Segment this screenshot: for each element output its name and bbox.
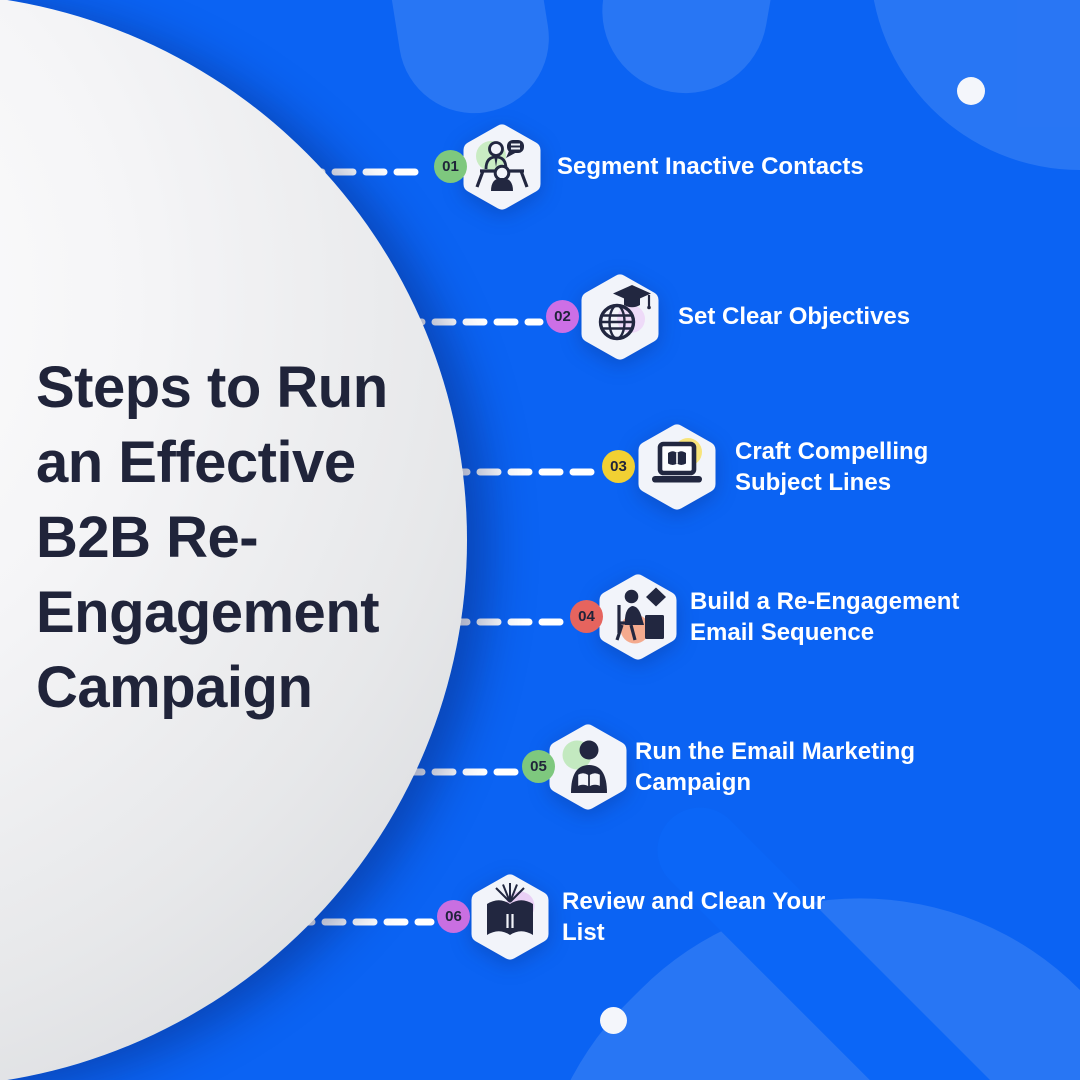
title-line: Steps to Run: [36, 355, 388, 420]
background-blob: [340, 0, 560, 124]
title-line: an Effective: [36, 430, 356, 495]
person-reading-icon: [549, 724, 627, 810]
connector-dashed-line: [290, 913, 435, 926]
connector-dashed-line: [400, 313, 544, 326]
white-dot: [957, 77, 985, 105]
background-blob: [589, 0, 826, 107]
step-number-badge: 05: [522, 750, 555, 783]
person-at-desk-icon: [599, 574, 677, 660]
step-label: Craft Compelling Subject Lines: [735, 438, 929, 496]
step-label: Set Clear Objectives: [678, 303, 911, 330]
step-icon-hexagon: [637, 423, 717, 511]
step-icon-hexagon: [462, 123, 542, 211]
step-number-badge: 02: [546, 300, 579, 333]
step-icon-hexagon: [598, 573, 678, 661]
connector-dashed-line: [445, 613, 568, 626]
step-label: Segment Inactive Contacts: [557, 153, 864, 180]
title-line: B2B Re-: [36, 505, 259, 570]
step-label: Run the Email Marketing Campaign: [635, 738, 916, 796]
step-number: 01: [442, 158, 459, 175]
step-number-badge: 03: [602, 450, 635, 483]
open-book-icon: [471, 874, 549, 960]
step-icon-hexagon: [548, 723, 628, 811]
step-number: 06: [445, 908, 462, 925]
step-icon-hexagon: [470, 873, 550, 961]
interview-people-icon: [463, 124, 541, 210]
connector-dashed-line: [445, 463, 600, 476]
step-number: 05: [530, 758, 547, 775]
step-number: 04: [578, 608, 595, 625]
step-number: 02: [554, 308, 571, 325]
title-line: Campaign: [36, 655, 313, 720]
page-title: Steps to Run an Effective B2B Re- Engage…: [36, 350, 388, 725]
step-icon-hexagon: [580, 273, 660, 361]
step-number-badge: 06: [437, 900, 470, 933]
white-dot: [600, 1007, 627, 1034]
globe-graduation-icon: [581, 274, 659, 360]
step-label: Review and Clean Your List: [562, 888, 826, 946]
connector-dashed-line: [400, 763, 520, 776]
step-label: Build a Re-Engagement Email Sequence: [690, 588, 960, 646]
step-number-badge: 04: [570, 600, 603, 633]
title-line: Engagement: [36, 580, 380, 645]
step-number-badge: 01: [434, 150, 467, 183]
laptop-open-book-icon: [638, 424, 716, 510]
step-number: 03: [610, 458, 627, 475]
